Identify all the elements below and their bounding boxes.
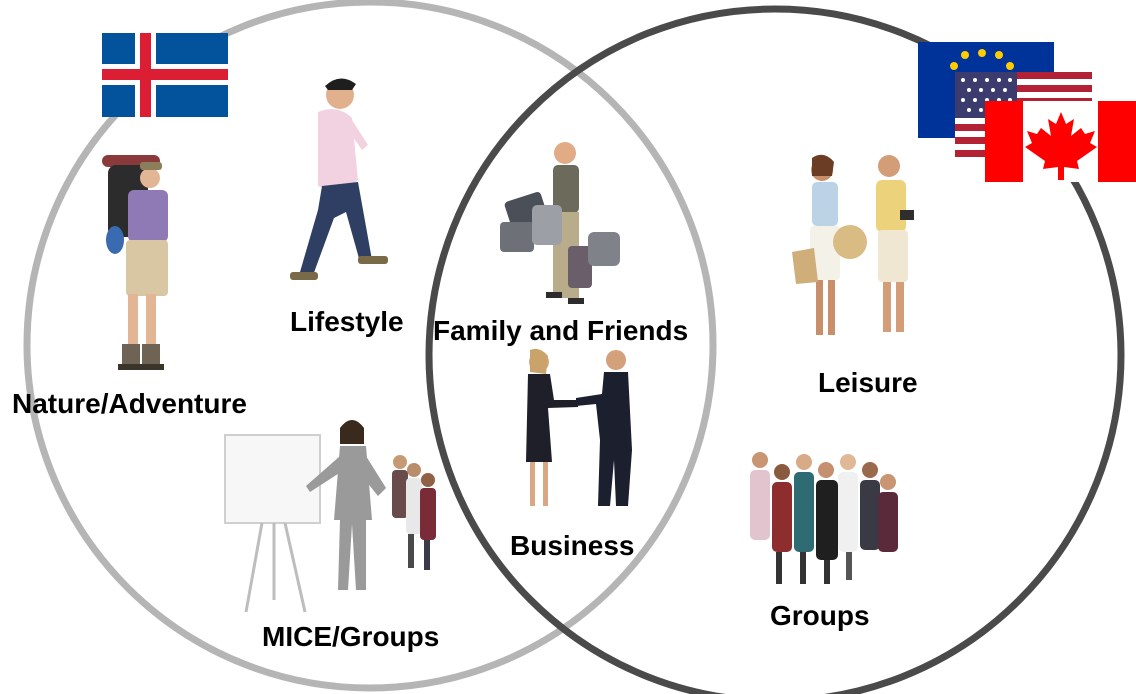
business-handshake-icon <box>526 348 632 506</box>
left-circle <box>23 0 717 692</box>
backpacker-person-icon <box>102 155 168 370</box>
label-mice-groups: MICE/Groups <box>262 621 440 652</box>
presenter-with-flipchart-icon <box>224 420 386 613</box>
crowd-group-icon <box>750 452 898 584</box>
leisure-couple-icon <box>792 154 914 335</box>
right-circle <box>425 5 1125 694</box>
iceland-flag-icon <box>102 33 228 117</box>
canada-flag-icon <box>985 101 1136 182</box>
label-family-and-friends: Family and Friends <box>433 315 689 346</box>
lifestyle-person-icon <box>290 78 388 280</box>
label-nature-adventure: Nature/Adventure <box>12 388 247 419</box>
label-leisure: Leisure <box>818 367 918 398</box>
label-business: Business <box>510 530 635 561</box>
label-groups: Groups <box>770 600 870 631</box>
label-lifestyle: Lifestyle <box>290 306 404 337</box>
traveler-with-luggage-icon <box>500 142 620 304</box>
crowd-group-icon <box>392 455 436 570</box>
